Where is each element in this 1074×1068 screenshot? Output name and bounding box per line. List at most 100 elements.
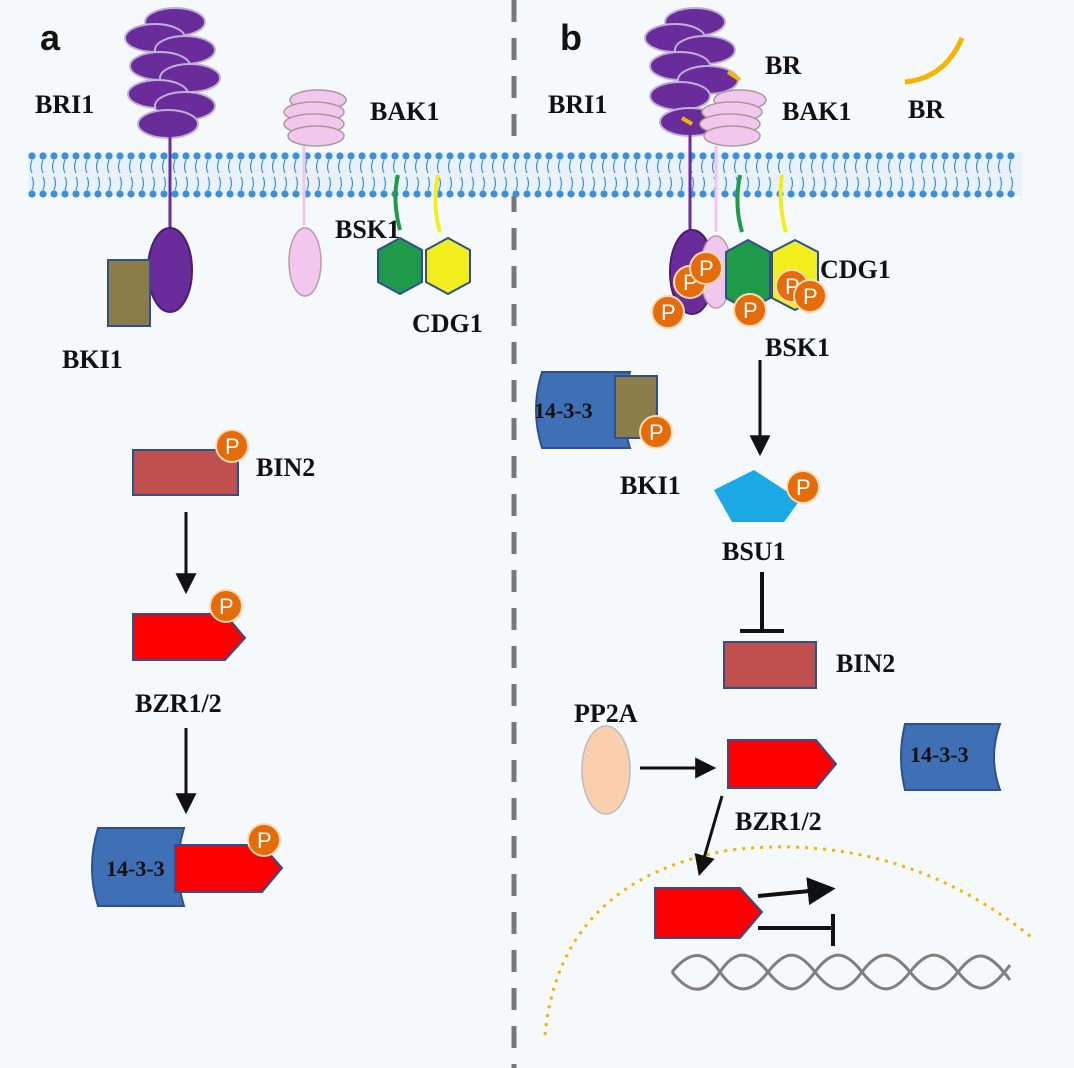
lipid-head	[864, 190, 872, 198]
lipid-head	[600, 152, 608, 160]
b-bin2-label: BIN2	[836, 649, 895, 678]
lipid-head	[985, 190, 993, 198]
svg-text:P: P	[257, 828, 272, 853]
b-pp2a-label: PP2A	[574, 699, 638, 728]
lipid-head	[457, 190, 465, 198]
lipid-head	[611, 152, 619, 160]
lipid-head	[193, 152, 201, 160]
lipid-head	[974, 190, 982, 198]
lipid-head	[237, 190, 245, 198]
lipid-head	[908, 190, 916, 198]
lipid-head	[512, 190, 520, 198]
lipid-head	[908, 152, 916, 160]
lipid-head	[248, 152, 256, 160]
lipid-head	[996, 152, 1004, 160]
lipid-head	[776, 152, 784, 160]
a-bak1-label: BAK1	[370, 97, 439, 126]
lipid-head	[325, 152, 333, 160]
lipid-head	[677, 190, 685, 198]
lipid-head	[534, 190, 542, 198]
lipid-head	[105, 152, 113, 160]
lipid-head	[402, 190, 410, 198]
lipid-head	[556, 190, 564, 198]
b-br-molecule-right	[904, 36, 965, 85]
b-bin2-protein	[723, 641, 817, 689]
lipid-head	[985, 152, 993, 160]
a-bak1-coreceptor	[283, 89, 347, 297]
lipid-head	[215, 190, 223, 198]
lipid-head	[61, 190, 69, 198]
lipid-head	[534, 152, 542, 160]
lipid-head	[622, 152, 630, 160]
lipid-head	[226, 190, 234, 198]
b-bsk1-phospho: P	[733, 293, 767, 327]
b-cdg1-phospho-2: P	[793, 279, 827, 313]
lipid-head	[72, 190, 80, 198]
lipid-head	[886, 190, 894, 198]
lipid-head	[1007, 152, 1015, 160]
lipid-head	[358, 190, 366, 198]
lipid-head	[424, 190, 432, 198]
lipid-head	[919, 152, 927, 160]
lipid-head	[952, 190, 960, 198]
lipid-head	[754, 152, 762, 160]
lipid-head	[237, 152, 245, 160]
lipid-head	[798, 190, 806, 198]
lipid-head	[787, 190, 795, 198]
lipid-head	[622, 190, 630, 198]
a-bzr-label: BZR1/2	[135, 689, 222, 718]
b-bzr-protein	[727, 739, 838, 789]
lipid-head	[831, 190, 839, 198]
b-bsu1-protein	[714, 470, 800, 522]
lipid-head	[589, 190, 597, 198]
lipid-head	[930, 152, 938, 160]
lipid-head	[446, 190, 454, 198]
lipid-head	[204, 190, 212, 198]
lipid-head	[281, 190, 289, 198]
lipid-head	[611, 190, 619, 198]
lipid-head	[138, 190, 146, 198]
lipid-head	[523, 152, 531, 160]
lipid-head	[567, 152, 575, 160]
lipid-head	[930, 190, 938, 198]
svg-text:P: P	[219, 594, 234, 619]
b-gene-activation-arrow	[757, 877, 836, 906]
lipid-head	[28, 190, 36, 198]
a-bin2-phospho: P	[215, 429, 249, 463]
lipid-head	[138, 152, 146, 160]
b-bak1-label: BAK1	[782, 97, 851, 126]
svg-text:P: P	[699, 256, 714, 281]
b-bak1-phospho: P	[689, 251, 723, 285]
a-bsk1-label: BSK1	[335, 215, 400, 244]
lipid-head	[347, 152, 355, 160]
lipid-head	[149, 152, 157, 160]
lipid-head	[314, 152, 322, 160]
a-bzr-phospho: P	[209, 589, 243, 623]
lipid-head	[325, 190, 333, 198]
lipid-head	[127, 152, 135, 160]
lipid-head	[171, 190, 179, 198]
lipid-head	[281, 152, 289, 160]
lipid-head	[732, 152, 740, 160]
lipid-head	[655, 190, 663, 198]
svg-text:P: P	[743, 298, 758, 323]
a-bri1-receptor	[124, 7, 221, 313]
lipid-head	[875, 152, 883, 160]
svg-text:P: P	[225, 434, 240, 459]
lipid-head	[941, 190, 949, 198]
lipid-head	[787, 152, 795, 160]
lipid-head	[974, 152, 982, 160]
lipid-head	[347, 190, 355, 198]
lipid-head	[952, 152, 960, 160]
lipid-head	[666, 152, 674, 160]
lipid-head	[435, 152, 443, 160]
lipid-head	[446, 152, 454, 160]
lipid-head	[919, 190, 927, 198]
lipid-head	[479, 190, 487, 198]
lipid-head	[644, 190, 652, 198]
lipid-head	[72, 152, 80, 160]
lipid-head	[820, 152, 828, 160]
lipid-head	[50, 190, 58, 198]
lipid-head	[171, 152, 179, 160]
lipid-head	[633, 190, 641, 198]
